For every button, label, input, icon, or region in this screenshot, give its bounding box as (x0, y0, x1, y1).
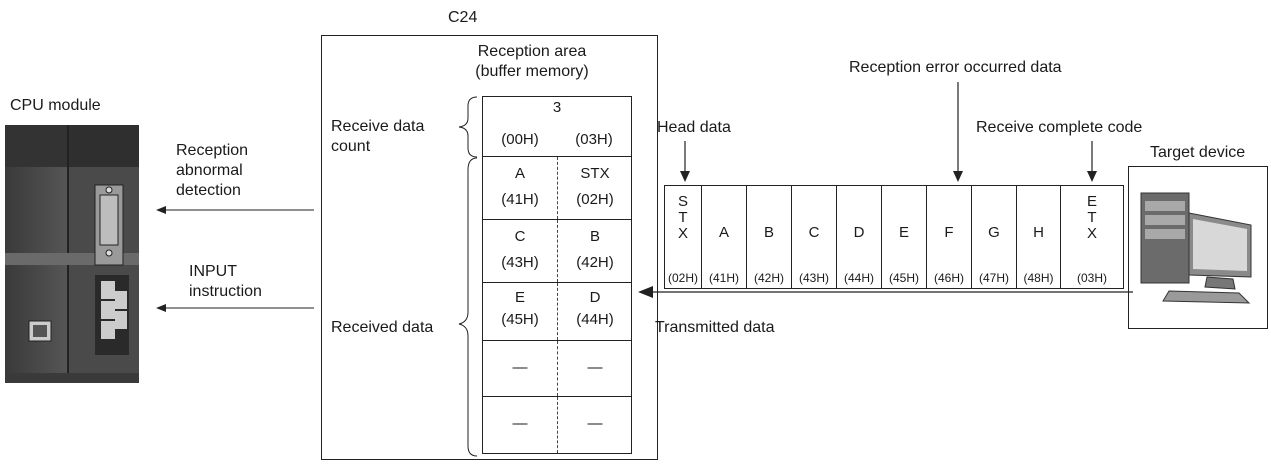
frame-cell: G (47H) (972, 186, 1017, 288)
receive-data-count-line2: count (331, 138, 371, 155)
frame-cell: C (43H) (792, 186, 837, 288)
buffer-row-empty: — — (483, 397, 631, 453)
buffer-memory-table: 3 (00H) (03H) A (41H) STX (02H) C (43H) B (4… (482, 96, 632, 454)
frame-cell: D (44H) (837, 186, 882, 288)
frame-cell: F (46H) (927, 186, 972, 288)
receive-count-lower-code: (03H) (575, 131, 613, 148)
cpu-module-icon (5, 125, 139, 383)
received-data-label: Received data (331, 319, 434, 336)
buffer-cell-char: E (514, 289, 525, 306)
buffer-cell-empty: — (587, 415, 603, 432)
reception-area-line2: (buffer memory) (475, 63, 589, 80)
buffer-cell-code: (44H) (576, 311, 614, 328)
frame-cell-code: (41H) (708, 271, 739, 285)
head-data-label: Head data (657, 119, 731, 136)
receive-data-count-line1: Receive data (331, 118, 425, 135)
buffer-cell-code: (45H) (501, 311, 539, 328)
c24-label: C24 (448, 9, 478, 26)
frame-cell-code: (45H) (888, 271, 919, 285)
reception-abnormal-line1: Reception (176, 142, 249, 159)
buffer-cell-code: (42H) (576, 254, 614, 271)
frame-cell-code: (43H) (798, 271, 829, 285)
reception-abnormal-line2: abnormal (176, 162, 243, 179)
frame-cell-code: (46H) (933, 271, 964, 285)
receive-data-count-label: Receive data count (331, 117, 424, 157)
buffer-cell-code: (02H) (576, 191, 614, 208)
error-arrow-head (953, 171, 963, 182)
buffer-row: C (43H) B (42H) (483, 220, 631, 283)
buffer-cell-code: (43H) (501, 254, 539, 271)
transmitted-data-label: Transmitted data (655, 319, 775, 336)
reception-error-label: Reception error occurred data (849, 59, 1062, 76)
target-device-label: Target device (1150, 144, 1246, 161)
frame-cell-code: (03H) (1076, 271, 1107, 285)
computer-icon (1140, 192, 1252, 304)
cpu-module-label: CPU module (10, 97, 101, 114)
reception-abnormal-detection-label: Reception abnormal detection (176, 141, 248, 201)
frame-cell-char: E (898, 224, 909, 241)
receive-count-brace (458, 96, 478, 158)
transmitted-arrow-head (638, 286, 653, 298)
receive-count-upper-code: (00H) (501, 131, 539, 148)
frame-cell-char: A (718, 224, 729, 241)
frame-cell-char: F (944, 224, 954, 241)
input-instruction-line2: instruction (189, 283, 262, 300)
frame-cell-code: (42H) (753, 271, 784, 285)
head-data-arrow-head (680, 171, 690, 182)
frame-cell-char: B (763, 224, 774, 241)
buffer-cell-code: (41H) (501, 191, 539, 208)
frame-cell-code: (44H) (843, 271, 874, 285)
receive-count-value: 3 (552, 99, 562, 116)
frame-cell: B (42H) (747, 186, 792, 288)
buffer-cell-empty: — (587, 359, 603, 376)
abnormal-arrow-head (156, 206, 166, 214)
buffer-cell-empty: — (512, 415, 528, 432)
frame-cell: H (48H) (1017, 186, 1061, 288)
target-device-box (1128, 166, 1268, 329)
buffer-cell-char: B (589, 228, 600, 245)
frame-cell-char: D (853, 224, 865, 241)
frame-cell-char: G (988, 224, 1000, 241)
buffer-cell-empty: — (512, 359, 528, 376)
frame-cell: E (45H) (882, 186, 927, 288)
buffer-cell-char: STX (580, 165, 610, 182)
reception-area-line1: Reception area (477, 43, 587, 60)
buffer-cell-char: C (514, 228, 526, 245)
buffer-cell-char: A (514, 165, 525, 182)
frame-cell-code: (48H) (1023, 271, 1054, 285)
c24-module-box (321, 35, 658, 460)
receive-count-row: 3 (00H) (03H) (483, 97, 631, 157)
reception-abnormal-line3: detection (176, 182, 241, 199)
receive-complete-code-label: Receive complete code (976, 119, 1143, 136)
reception-area-label: Reception area (buffer memory) (442, 42, 622, 82)
buffer-cell-char: D (589, 289, 601, 306)
input-instruction-label: INPUT instruction (189, 262, 262, 302)
complete-arrow-head (1087, 171, 1097, 182)
frame-cell-char: H (1033, 224, 1044, 241)
frame-cell-char: C (808, 224, 820, 241)
buffer-row: A (41H) STX (02H) (483, 157, 631, 220)
frame-cell-code: (47H) (978, 271, 1009, 285)
input-arrow-head (156, 304, 166, 312)
frame-cell: A (41H) (702, 186, 747, 288)
input-instruction-line1: INPUT (189, 263, 237, 280)
buffer-row-empty: — — (483, 341, 631, 397)
buffer-row: E (45H) D (44H) (483, 283, 631, 341)
frame-cell-code: (02H) (667, 271, 698, 285)
received-data-brace (458, 157, 478, 457)
